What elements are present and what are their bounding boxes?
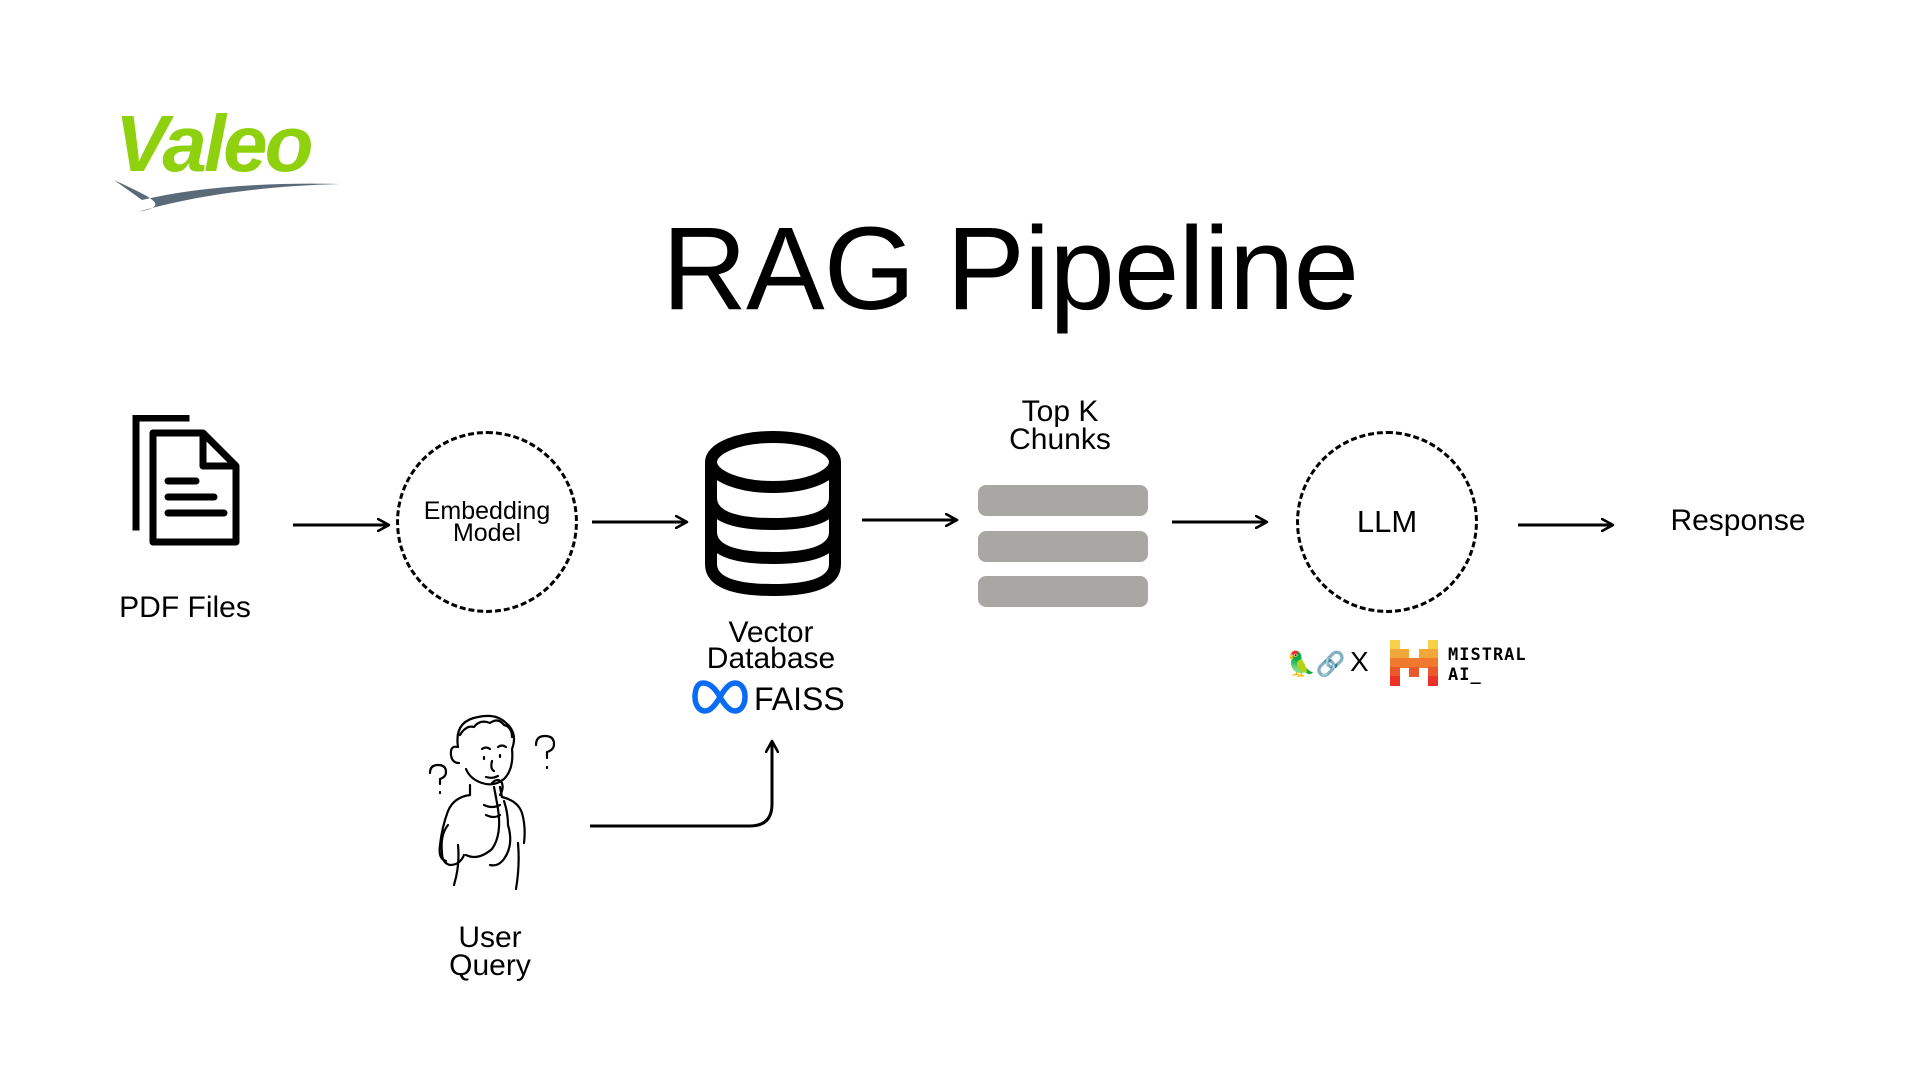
- faiss-label: FAISS: [754, 681, 845, 717]
- mistral-ai-wordmark: MISTRAL AI_: [1448, 645, 1527, 685]
- arrow-query-to-vectordb: [590, 742, 772, 828]
- embedding-model-label: Embedding Model: [423, 497, 551, 547]
- database-icon: [705, 431, 841, 597]
- embedding-model-node: Embedding Model: [396, 431, 578, 613]
- user-query-label: User Query: [449, 921, 531, 982]
- chunk-bar-1: [978, 485, 1148, 516]
- mistral-ai-logo-icon: [1390, 640, 1438, 686]
- thinking-person-icon: [428, 714, 556, 891]
- valeo-logo-text: Valeo: [115, 99, 313, 188]
- llm-node: LLM: [1296, 431, 1478, 613]
- response-label: Response: [1670, 504, 1806, 537]
- vector-database-label: Vector Database: [706, 616, 836, 675]
- partner-separator: X: [1350, 646, 1369, 677]
- chunk-bar-2: [978, 531, 1148, 562]
- meta-infinity-icon: [692, 680, 748, 714]
- pdf-files-label: PDF Files: [119, 591, 251, 624]
- llm-label: LLM: [1356, 504, 1418, 539]
- page-title: RAG Pipeline: [661, 203, 1359, 335]
- valeo-logo: Valeo: [115, 104, 355, 204]
- chunk-bar-3: [978, 576, 1148, 607]
- langchain-logo: 🦜🔗: [1286, 651, 1346, 678]
- top-k-chunks-label: Top K Chunks: [1009, 395, 1111, 456]
- document-stack-icon: [132, 415, 240, 546]
